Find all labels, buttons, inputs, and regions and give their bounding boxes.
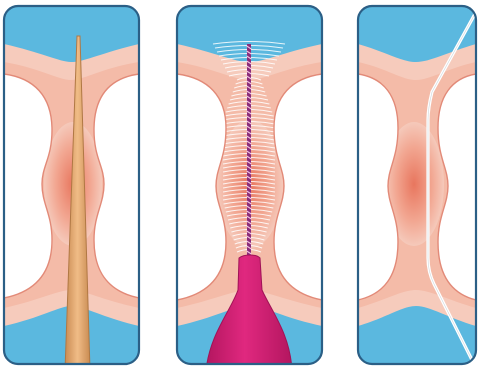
- panel-interdental-brush: [177, 6, 322, 370]
- panel-toothpick: [4, 6, 139, 370]
- panel-floss: [358, 6, 476, 364]
- brush-wire: [247, 44, 252, 262]
